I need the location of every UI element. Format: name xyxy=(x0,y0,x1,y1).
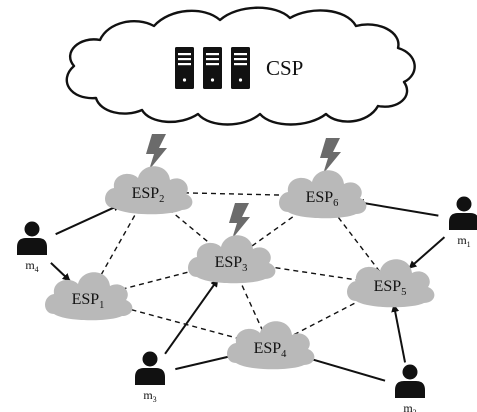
csp-cloud: CSP xyxy=(65,6,416,126)
esp-label-prefix: ESP xyxy=(132,185,160,202)
esp-node-4: ESP4 xyxy=(227,321,315,370)
arrow-m3-esp4 xyxy=(175,352,238,371)
esp-node-1: ESP1 xyxy=(45,272,133,321)
esp-label-prefix: ESP xyxy=(374,278,402,295)
user-label: m3 xyxy=(143,388,156,404)
esp-cloud-shape xyxy=(227,321,315,370)
esp-label-prefix: ESP xyxy=(254,340,282,357)
arrow-m4-esp1 xyxy=(50,262,71,282)
esp-cloud-shape xyxy=(279,170,367,219)
esp-label: ESP5 xyxy=(374,278,407,298)
esp-node-3: ESP3 xyxy=(188,235,276,284)
server-icon xyxy=(175,47,250,89)
user-m3: m3 xyxy=(135,351,165,404)
user-label-subscript: 4 xyxy=(35,265,39,274)
esp-label: ESP3 xyxy=(215,254,248,274)
esp-cloud-shape xyxy=(105,166,193,215)
esp-node-2: ESP2 xyxy=(105,166,193,215)
user-label: m1 xyxy=(457,233,470,249)
user-label-subscript: 3 xyxy=(153,395,157,404)
user-label-prefix: m xyxy=(403,401,413,412)
esp-label: ESP4 xyxy=(254,340,288,360)
user-label-prefix: m xyxy=(25,258,35,272)
esp-node-6: ESP6 xyxy=(279,170,367,219)
user-m1: m1 xyxy=(449,196,477,249)
mobile-users: m1m2m3m4 xyxy=(17,196,477,412)
esp-label-prefix: ESP xyxy=(306,189,334,206)
esp-label-subscript: 6 xyxy=(333,198,338,209)
arrow-m3-esp3 xyxy=(164,278,219,355)
esp-label-subscript: 5 xyxy=(401,287,406,298)
lightning-icon xyxy=(320,138,341,174)
esp-node-5: ESP5 xyxy=(347,259,435,308)
user-m2: m2 xyxy=(395,364,425,412)
person-icon xyxy=(135,351,165,385)
esp-label-subscript: 1 xyxy=(99,300,104,311)
esp-label: ESP2 xyxy=(132,185,165,205)
esp-label-subscript: 2 xyxy=(159,194,164,205)
lightning-icon xyxy=(229,203,250,239)
esp-label: ESP6 xyxy=(306,189,339,209)
user-arrows xyxy=(50,199,446,382)
esp-label-subscript: 4 xyxy=(281,349,287,360)
user-label-prefix: m xyxy=(457,233,467,247)
person-icon xyxy=(449,196,477,230)
user-label-subscript: 2 xyxy=(413,408,417,412)
arrow-m1-esp6 xyxy=(355,199,439,217)
esp-label-prefix: ESP xyxy=(215,254,243,271)
person-icon xyxy=(17,221,47,255)
csp-label: CSP xyxy=(266,56,303,80)
esp-label: ESP1 xyxy=(72,291,105,311)
user-label: m2 xyxy=(403,401,416,412)
esp-cloud-shape xyxy=(347,259,435,308)
esp-label-subscript: 3 xyxy=(242,263,247,274)
lightning-icon xyxy=(146,134,167,170)
user-label-subscript: 1 xyxy=(467,240,471,249)
arrow-m2-esp4 xyxy=(300,354,386,382)
link-esp3-esp1 xyxy=(87,260,232,299)
arrow-m4-esp2 xyxy=(55,203,122,236)
arrow-m1-esp5 xyxy=(408,236,446,269)
link-esp3-esp4 xyxy=(230,260,271,348)
arrow-m2-esp5 xyxy=(391,303,407,363)
esp-cloud-shape xyxy=(188,235,276,284)
esp-label-prefix: ESP xyxy=(72,291,100,308)
lightning-bolts xyxy=(146,134,341,239)
esp-cloud-shape xyxy=(45,272,133,321)
user-label: m4 xyxy=(25,258,38,274)
user-label-prefix: m xyxy=(143,388,153,402)
person-icon xyxy=(395,364,425,398)
user-m4: m4 xyxy=(17,221,47,274)
